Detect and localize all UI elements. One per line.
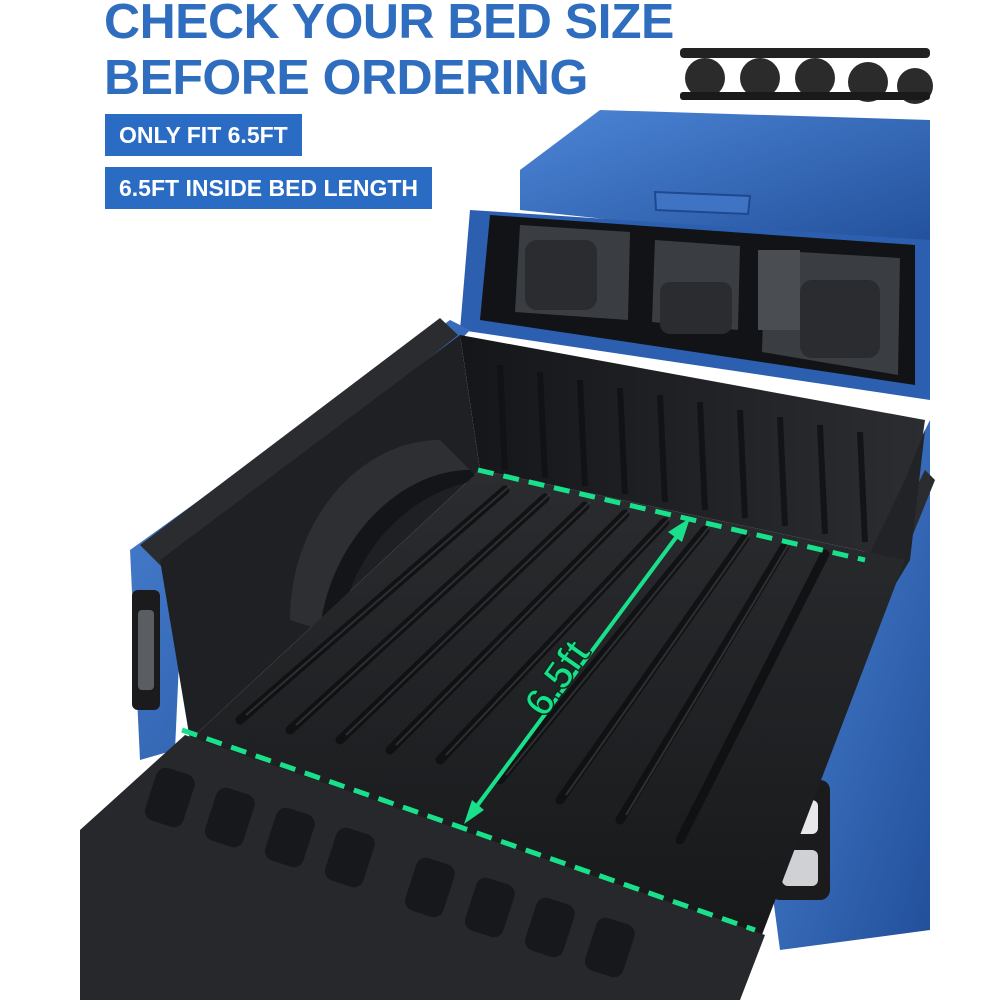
badge-inside-bed-length: 6.5FT INSIDE BED LENGTH [105,167,433,209]
measurement-arrow-line [466,522,688,820]
roof-light-bar [680,48,933,104]
headline-line-1: CHECK YOUR BED SIZE [104,0,674,49]
badge-only-fit: ONLY FIT 6.5FT [105,114,302,156]
rear-dashed-line [181,727,756,933]
tail-light-left [132,590,160,710]
arrow-head-top [668,518,690,542]
headline: CHECK YOUR BED SIZE BEFORE ORDERING [104,0,674,106]
headline-line-2: BEFORE ORDERING [104,51,588,105]
rear-window [480,215,915,385]
arrow-head-bottom [464,800,484,824]
front-dashed-line [477,467,866,563]
bed-floor [190,470,905,940]
